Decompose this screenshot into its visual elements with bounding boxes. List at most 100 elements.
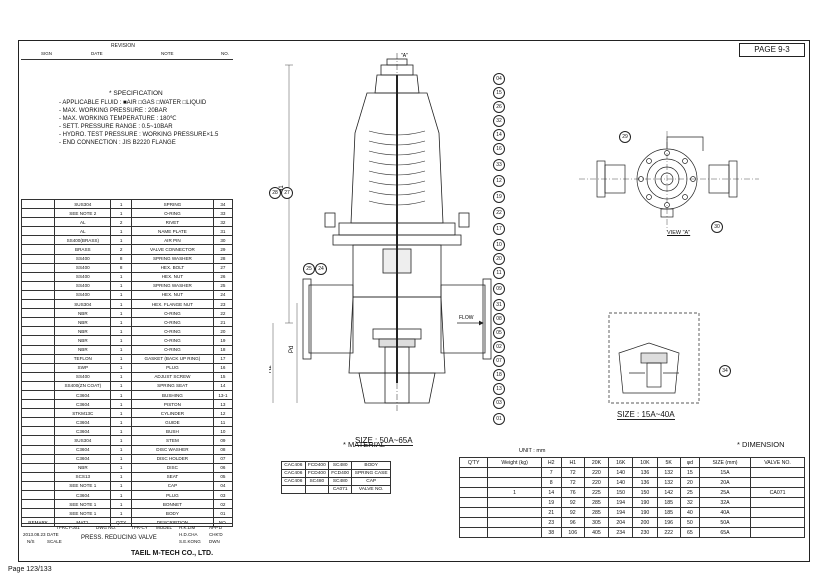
dimension-cell: 50 — [679, 517, 700, 528]
bom-cell: 22 — [212, 308, 234, 319]
bom-cell: SS400 — [54, 371, 112, 382]
balloon-29: 29 — [619, 131, 631, 143]
spec-line: - END CONNECTION : JIS B2220 FLANGE — [59, 140, 176, 146]
dimension-header-cell: VALVE NO. — [750, 457, 805, 468]
balloon-10: 10 — [493, 239, 505, 251]
balloon-14: 14 — [493, 129, 505, 141]
dimension-cell: 200 — [632, 517, 658, 528]
bom-cell: SUS304 — [54, 435, 112, 446]
balloon-05: 05 — [493, 327, 505, 339]
bom-cell: 1 — [110, 280, 132, 291]
bom-cell: 16 — [212, 362, 234, 373]
bom-cell: NBR — [54, 335, 112, 346]
bom-cell: SEE NOTE 1 — [54, 480, 112, 492]
bom-cell: SEE NOTE 1 — [54, 508, 112, 519]
bom-cell — [20, 253, 56, 264]
bom-cell: 28 — [212, 253, 234, 264]
material-cell: BODY — [351, 461, 391, 470]
dimension-cell: 20 — [679, 477, 700, 488]
tb-drawn-label: DWN — [209, 539, 220, 544]
bom-cell: 2 — [110, 217, 132, 228]
dimension-cell: 50A — [698, 517, 752, 528]
bom-cell: 11 — [212, 417, 234, 428]
bom-cell: HEX. BOLT — [131, 262, 214, 273]
balloon-01: 01 — [493, 413, 505, 425]
bom-cell: 1 — [110, 299, 132, 310]
dimension-cell: 1 — [487, 487, 542, 498]
bom-cell: STKM13C — [54, 408, 112, 419]
dimension-cell — [487, 517, 542, 528]
dimension-cell — [458, 487, 489, 498]
bom-cell — [20, 417, 56, 428]
tb-date-label: DATE — [47, 532, 59, 537]
revision-col-sign: SIGN — [41, 51, 53, 56]
bom-cell: NBR — [54, 344, 112, 355]
bom-cell — [20, 299, 56, 310]
bom-cell: 1 — [110, 226, 132, 237]
bom-cell — [20, 426, 56, 437]
dimension-cell: 194 — [608, 507, 634, 518]
bom-cell: NAME PLATE — [131, 226, 214, 237]
bom-cell: 32 — [212, 217, 234, 228]
dimension-cell — [487, 497, 542, 508]
bom-cell: HEX. FLANGE NUT — [131, 299, 214, 310]
bom-cell: SUS304 — [54, 299, 112, 310]
dimension-cell: 72 — [560, 467, 585, 478]
bom-cell — [20, 462, 56, 473]
bom-cell: GUIDE — [131, 417, 214, 428]
bom-cell — [20, 308, 56, 319]
balloon-13: 13 — [493, 383, 505, 395]
tb-approved-label: APP'D — [209, 525, 223, 530]
bom-cell: SEE NOTE 1 — [54, 499, 112, 510]
flow-label: FLOW — [459, 315, 474, 321]
bom-cell — [20, 380, 56, 391]
bom-cell: PISTON — [131, 399, 214, 410]
bom-cell — [20, 435, 56, 446]
bom-cell: 13 — [212, 399, 234, 410]
material-cell: FCD400 — [304, 469, 330, 478]
bom-cell: O-RING — [131, 344, 214, 355]
dimension-title: * DIMENSION — [737, 440, 785, 449]
bom-cell: 10 — [212, 426, 234, 437]
bom-cell — [20, 371, 56, 382]
bom-cell: 1 — [110, 462, 132, 473]
material-cell — [304, 485, 330, 494]
bom-cell: 30 — [212, 235, 234, 246]
bom-cell: REMARK — [20, 517, 56, 528]
balloon-03: 03 — [493, 397, 505, 409]
bom-cell: 19 — [212, 335, 234, 346]
bom-cell: SUS304 — [54, 198, 112, 210]
bom-cell: SPRING WASHER — [131, 280, 214, 291]
dimension-header-cell: H2 — [540, 457, 562, 468]
bom-cell: C3604 — [54, 444, 112, 455]
bom-cell: 1 — [110, 399, 132, 410]
dimension-cell: 194 — [608, 497, 634, 508]
bom-cell: C3604 — [54, 489, 112, 501]
bom-cell: 13-1 — [212, 389, 234, 401]
spec-title: * SPECIFICATION — [109, 90, 163, 97]
bom-cell: GASKET (BACK UP RING) — [131, 353, 214, 364]
bom-cell — [20, 389, 56, 401]
revision-col-no: NO. — [221, 51, 230, 56]
tb-model: TPR-CY — [131, 525, 148, 530]
balloon-11: 11 — [493, 267, 505, 279]
tb-company: TAEIL M-TECH CO., LTD. — [131, 550, 214, 557]
bom-cell: SS400 — [54, 271, 112, 282]
bom-cell: 09 — [212, 435, 234, 446]
dim-pd: Pd — [289, 346, 295, 353]
